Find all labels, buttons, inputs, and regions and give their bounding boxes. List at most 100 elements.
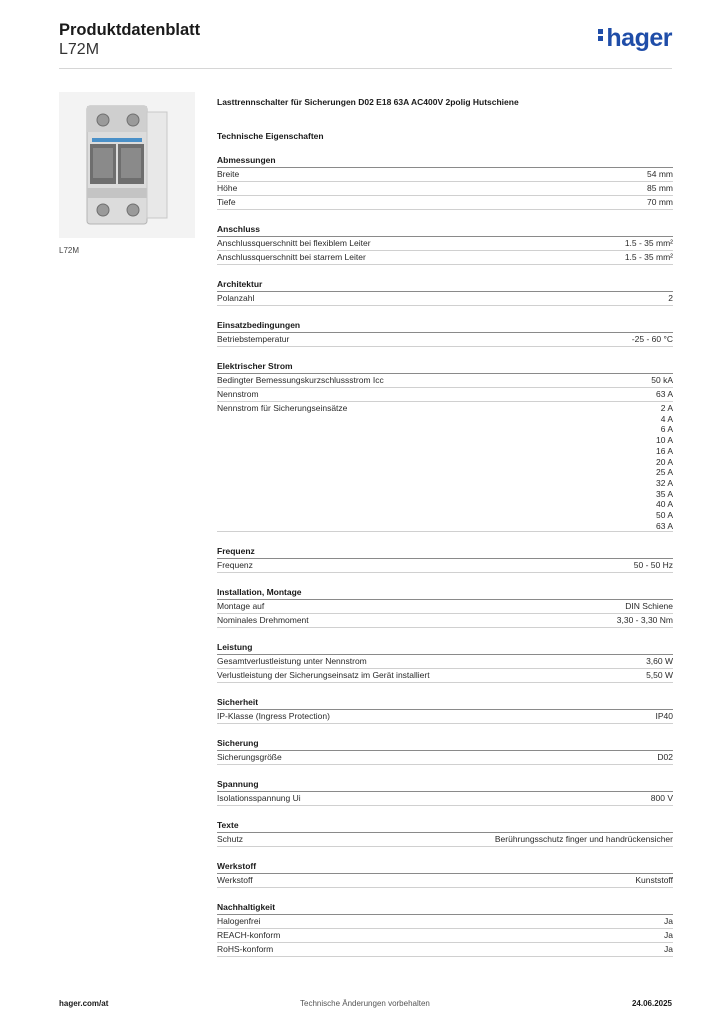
spec-label: Anschlussquerschnitt bei flexiblem Leite…	[217, 238, 371, 248]
spec-value: D02	[657, 752, 673, 763]
spec-value: 25 A	[655, 467, 673, 478]
footer-date: 24.06.2025	[631, 999, 672, 1008]
spec-value: 40 A	[655, 499, 673, 510]
technical-properties-heading: Technische Eigenschaften	[217, 131, 324, 141]
spec-value: 20 A	[655, 456, 673, 467]
footer-website: hager.com/at	[59, 999, 109, 1008]
spec-row: Montage auf DIN Schiene	[217, 600, 673, 615]
spec-label: Gesamtverlustleistung unter Nennstrom	[217, 656, 367, 667]
spec-label: Nennstrom	[217, 389, 259, 399]
spec-value: IP40	[655, 711, 674, 722]
product-image	[59, 92, 195, 238]
spec-value: 1.5 - 35 mm²	[624, 238, 673, 248]
spec-row: Nennstrom 63 A	[217, 388, 673, 402]
spec-row: Nominales Drehmoment 3,30 - 3,30 Nm	[217, 614, 673, 629]
spec-label: Tiefe	[217, 197, 236, 207]
spec-label: Frequenz	[217, 560, 253, 571]
spec-label: REACH-konform	[217, 930, 281, 941]
spec-value: 63 A	[655, 389, 673, 399]
spec-row: REACH-konform Ja	[217, 929, 673, 944]
spec-label: Höhe	[217, 183, 238, 193]
section-heading: Werkstoff	[217, 860, 673, 875]
product-description: Lasttrennschalter für Sicherungen D02 E1…	[217, 97, 519, 107]
spec-value: 4 A	[660, 413, 673, 424]
spec-label: Montage auf	[217, 601, 265, 612]
spec-value: Berührungsschutz finger und handrückensi…	[494, 834, 673, 845]
product-image-column: L72M	[59, 92, 195, 255]
spec-value: Ja	[664, 930, 673, 941]
spec-row: Anschlussquerschnitt bei starrem Leiter 1…	[217, 251, 673, 265]
section-heading: Spannung	[217, 778, 673, 793]
spec-value: Ja	[664, 944, 673, 955]
spec-row: Polanzahl 2	[217, 292, 673, 306]
spec-label: IP-Klasse (Ingress Protection)	[217, 711, 330, 722]
spec-row: Halogenfrei Ja	[217, 915, 673, 930]
spec-label: Halogenfrei	[217, 916, 261, 927]
spec-label: Bedingter Bemessungskurzschlussstrom Icc	[217, 375, 384, 385]
spec-row: Isolationsspannung Ui 800 V	[217, 792, 673, 807]
spec-label: RoHS-konform	[217, 944, 274, 955]
section-heading: Texte	[217, 819, 673, 834]
spec-row: Schutz Berührungsschutz finger und handrü…	[217, 833, 673, 848]
section-heading: Installation, Montage	[217, 586, 673, 601]
section-heading: Nachhaltigkeit	[217, 901, 673, 916]
spec-value: 1.5 - 35 mm²	[624, 252, 673, 262]
spec-label: Verlustleistung der Sicherungseinsatz im…	[217, 670, 430, 681]
document-title: Produktdatenblatt	[59, 21, 201, 39]
spec-value: 50 A	[655, 510, 673, 521]
spec-row: Tiefe 70 mm	[217, 196, 673, 210]
spec-value: 800 V	[650, 793, 673, 804]
spec-label: Schutz	[217, 834, 243, 845]
section-heading: Leistung	[217, 641, 673, 656]
section-heading: Elektrischer Strom	[217, 360, 673, 374]
spec-value: -25 - 60 °C	[631, 334, 673, 344]
logo-text: hager	[606, 24, 672, 52]
spec-value: DIN Schiene	[625, 601, 673, 612]
page-footer: hager.com/at Technische Änderungen vorbe…	[59, 999, 672, 1008]
switch-disconnector-icon	[59, 92, 195, 238]
spec-label: Polanzahl	[217, 293, 255, 303]
spec-value: 16 A	[655, 445, 673, 456]
spec-value: 32 A	[655, 477, 673, 488]
spec-value: 2	[668, 293, 673, 303]
section-heading: Frequenz	[217, 545, 673, 560]
spec-label: Betriebstemperatur	[217, 334, 290, 344]
spec-value: 10 A	[655, 435, 673, 446]
spec-label: Breite	[217, 169, 240, 179]
spec-value: 50 kA	[651, 375, 673, 385]
spec-value: 70 mm	[647, 197, 673, 207]
spec-label: Anschlussquerschnitt bei starrem Leiter	[217, 252, 366, 262]
section-heading: Architektur	[217, 278, 673, 292]
spec-row: Höhe 85 mm	[217, 182, 673, 196]
spec-label: Isolationsspannung Ui	[217, 793, 301, 804]
spec-row: Verlustleistung der Sicherungseinsatz im…	[217, 669, 673, 684]
spec-value: 3,30 - 3,30 Nm	[616, 615, 673, 626]
spec-row: Bedingter Bemessungskurzschlussstrom Icc…	[217, 374, 673, 388]
spec-label: Werkstoff	[217, 875, 253, 886]
spec-value: 35 A	[655, 488, 673, 499]
spec-label: Nominales Drehmoment	[217, 615, 309, 626]
spec-value: 5,50 W	[646, 670, 673, 681]
section-heading: Einsatzbedingungen	[217, 319, 673, 333]
spec-value: Ja	[664, 916, 673, 927]
spec-value: 6 A	[660, 424, 673, 435]
spec-row: Sicherungsgröße D02	[217, 751, 673, 766]
spec-value: 85 mm	[647, 183, 673, 193]
spec-label: Sicherungsgröße	[217, 752, 282, 763]
spec-value: 2 A	[660, 403, 673, 413]
